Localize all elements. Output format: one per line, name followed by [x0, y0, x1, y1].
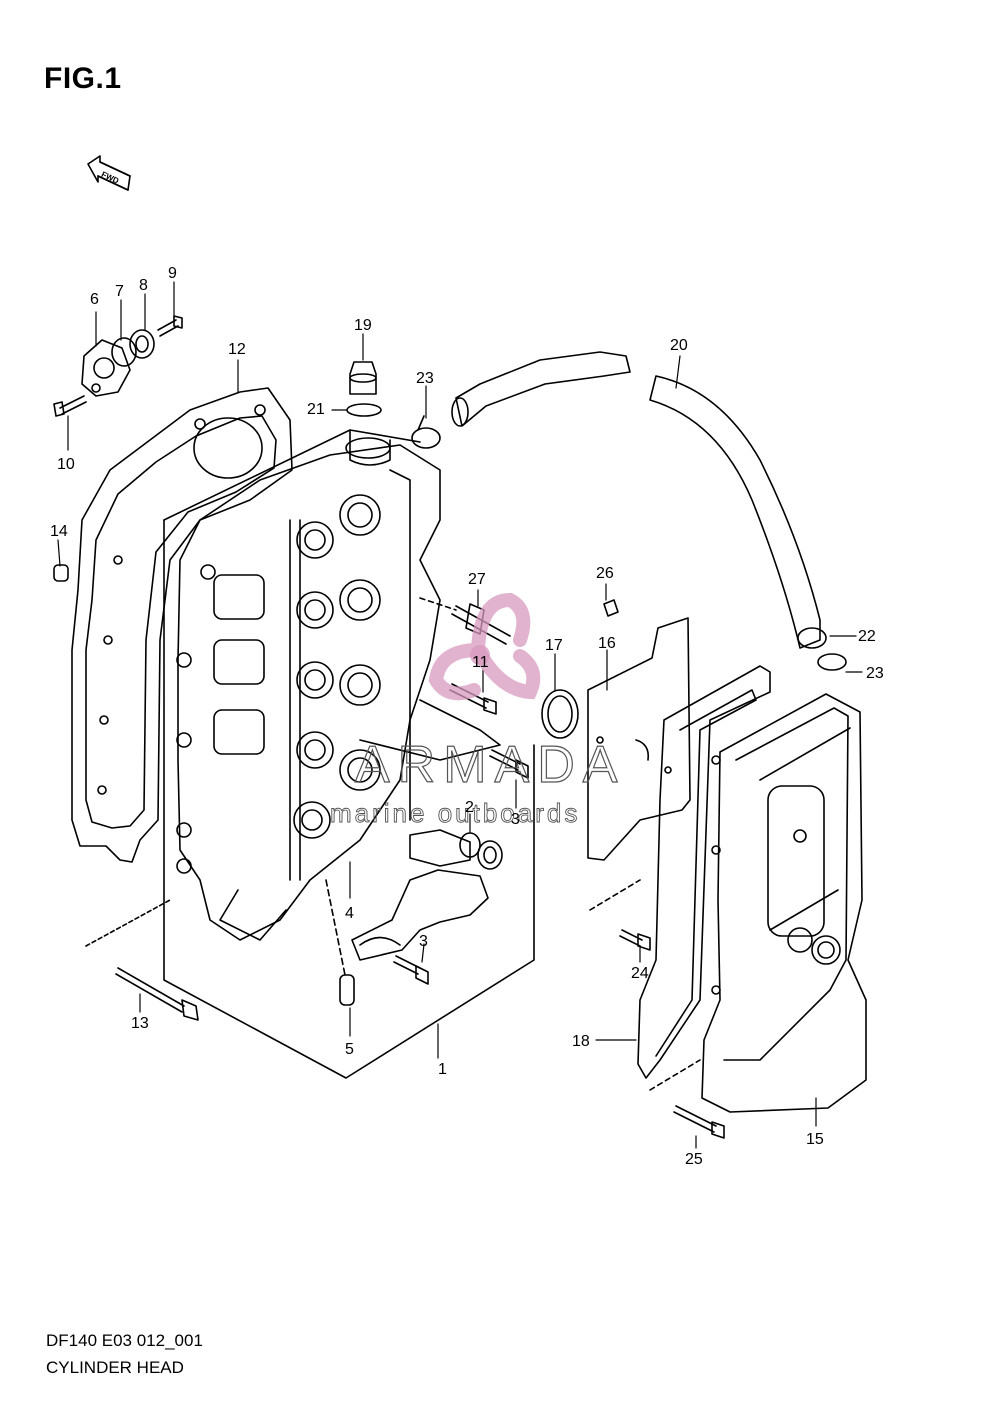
thermostat-8	[129, 329, 155, 359]
leader-lines	[57, 281, 863, 1149]
part-label-13: 13	[131, 1015, 149, 1032]
camshaft-caps	[351, 829, 489, 961]
part-label-15: 15	[806, 1131, 824, 1148]
part-label-2: 2	[465, 799, 474, 816]
part-label-10: 10	[57, 456, 75, 473]
bolt-24	[589, 879, 651, 951]
part-label-16: 16	[598, 635, 616, 652]
cylinder-head	[163, 429, 535, 1079]
bolt-3-upper	[489, 749, 529, 779]
hose-clamp-23-lower	[817, 653, 847, 671]
head-gasket	[71, 387, 293, 863]
part-label-7: 7	[115, 283, 124, 300]
watermark-tagline: marine outboards	[330, 798, 580, 828]
part-label-27: 27	[468, 571, 486, 588]
part-label-23-lower: 23	[866, 665, 884, 682]
part-label-20: 20	[670, 337, 688, 354]
bolt-10	[53, 395, 87, 417]
part-label-11: 11	[472, 654, 489, 671]
part-labels: 1 2 3 3 4 5 6 7 8 9 10 11 12 13 14 15 16…	[50, 265, 884, 1168]
drawing-code: DF140 E03 012_001	[46, 1331, 203, 1350]
part-label-17: 17	[545, 637, 563, 654]
o-ring-21	[346, 403, 382, 417]
part-label-22: 22	[858, 628, 876, 645]
o-ring-and-plug	[459, 832, 503, 870]
part-label-3-lower: 3	[419, 933, 428, 950]
part-label-23-upper: 23	[416, 370, 434, 387]
bolt-9	[157, 315, 183, 337]
part-label-14: 14	[50, 523, 68, 540]
part-label-18: 18	[572, 1033, 590, 1050]
part-label-9: 9	[168, 265, 177, 282]
part-label-24: 24	[631, 965, 649, 982]
plug-19	[349, 361, 377, 395]
long-bolt-13	[85, 899, 199, 1021]
armada-watermark: ARMADA marine outboards	[330, 592, 625, 828]
part-label-4: 4	[345, 905, 354, 922]
cylinder-head-cover-15	[701, 693, 867, 1113]
propeller-logo-icon	[428, 592, 541, 701]
part-label-26: 26	[596, 565, 614, 582]
water-hose-20	[451, 351, 827, 649]
part-label-25: 25	[685, 1151, 703, 1168]
plate-16	[587, 617, 691, 861]
gasket-7	[111, 337, 137, 367]
bolt-25	[649, 1059, 725, 1139]
gasket-17	[541, 689, 579, 739]
part-label-8: 8	[139, 277, 148, 294]
bolt-26	[603, 599, 619, 617]
drawing-name: CYLINDER HEAD	[46, 1358, 184, 1377]
hose-clamp-23-upper	[411, 415, 441, 449]
watermark-brand: ARMADA	[355, 736, 625, 794]
dowel-pin-5	[325, 879, 355, 1006]
part-label-12: 12	[228, 341, 246, 358]
part-label-1: 1	[438, 1061, 447, 1078]
part-label-6: 6	[90, 291, 99, 308]
figure-title: FIG.1	[44, 62, 122, 95]
part-label-21: 21	[307, 401, 325, 418]
cover-gasket-18	[637, 665, 771, 1079]
part-label-5: 5	[345, 1041, 354, 1058]
part-label-3-upper: 3	[511, 811, 520, 828]
part-label-19: 19	[354, 317, 372, 334]
dowel-14	[53, 564, 69, 582]
bolt-3-lower	[393, 955, 429, 985]
fwd-arrow-icon	[87, 155, 131, 191]
thermostat-cover	[81, 339, 131, 397]
